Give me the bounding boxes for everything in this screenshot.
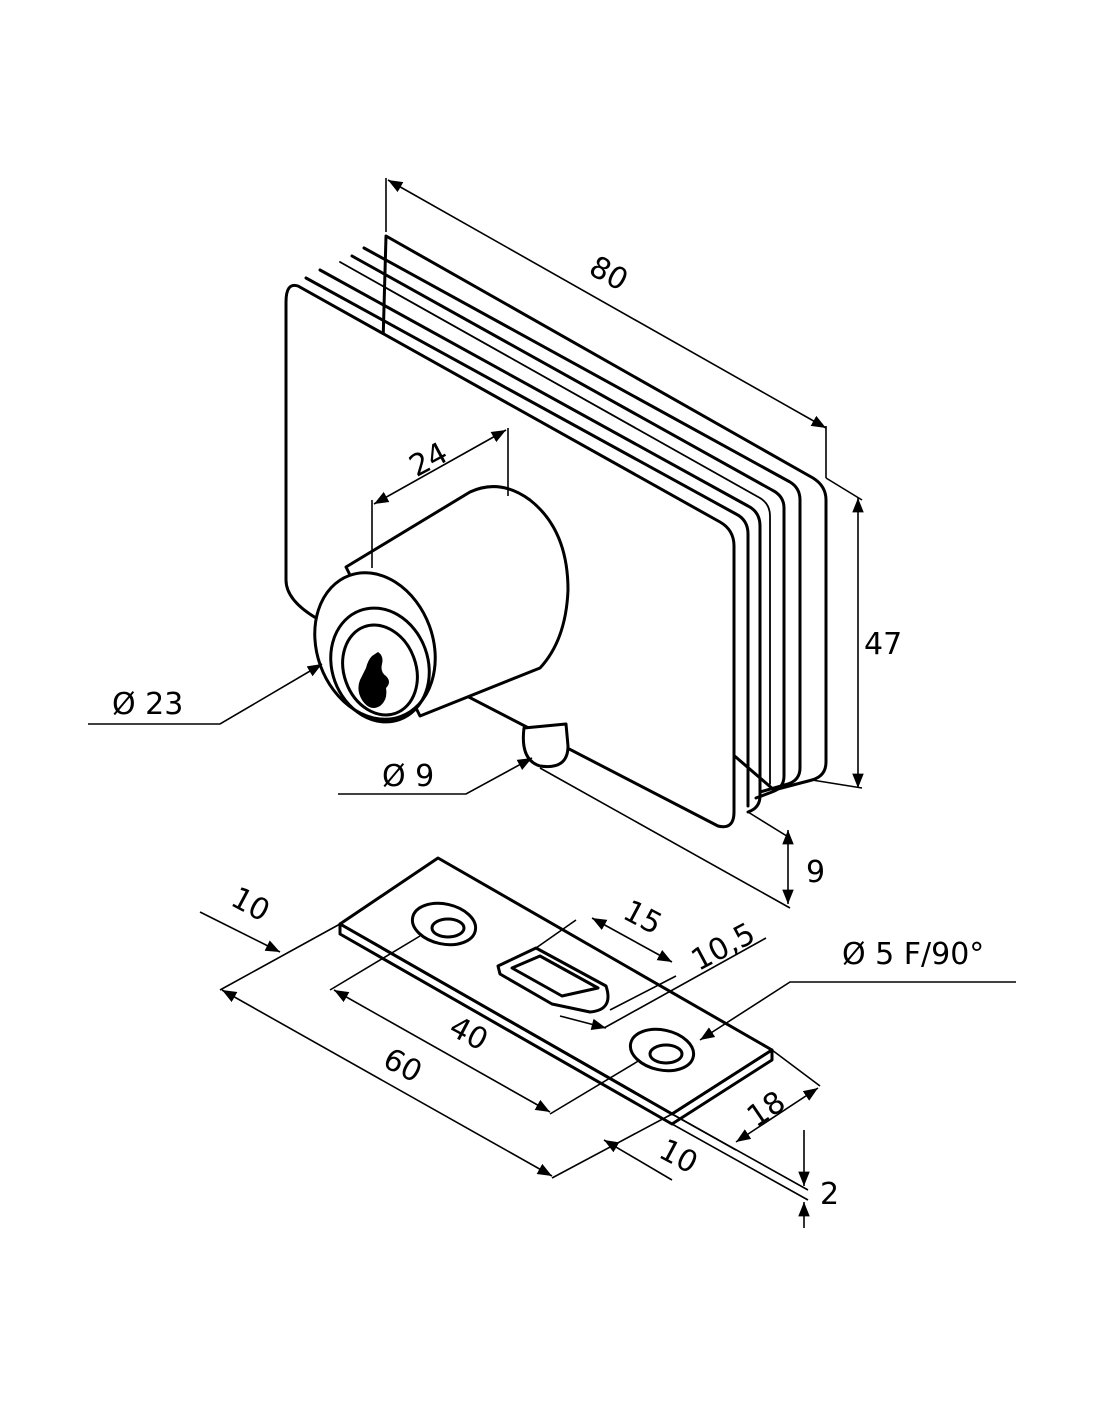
plate-layer [304, 276, 750, 808]
dim-height-47: 47 [811, 477, 902, 789]
dim-thickness-2: 2 [671, 1113, 839, 1228]
plate-layer [362, 246, 802, 794]
dim-label-diameter-9: Ø 9 [382, 759, 434, 794]
dim-label-10-5: 10,5 [686, 916, 761, 978]
dim-label-18: 18 [741, 1084, 792, 1134]
keyway-ring [341, 623, 419, 717]
dim-label-10-left: 10 [225, 880, 275, 929]
dim-cylinder-diameter: Ø 23 [88, 663, 323, 725]
latch-slot-inner [510, 954, 600, 998]
latch-bolt [521, 722, 570, 769]
plate-layer [318, 268, 762, 814]
plate-layer [350, 254, 786, 800]
dim-label-80: 80 [583, 249, 633, 298]
screw-hole-left-inner [430, 917, 466, 939]
lock-body [284, 234, 828, 829]
latch-slot [496, 946, 610, 1014]
cylinder-face-inner [329, 606, 431, 724]
dim-label-diameter-23: Ø 23 [112, 687, 183, 722]
keyway-icon [358, 652, 389, 708]
dim-gap-9: 9 [539, 767, 825, 909]
dim-bolt-diameter: Ø 9 [338, 757, 533, 795]
dim-label-15: 15 [617, 893, 667, 942]
dim-label-2: 2 [820, 1177, 839, 1212]
dim-end-offset-10: 10 [603, 1132, 703, 1181]
dim-label-screw-hole: Ø 5 F/90° [842, 937, 984, 972]
plate-layer [339, 261, 771, 785]
screw-hole-right-inner [648, 1043, 684, 1065]
dim-label-60: 60 [377, 1041, 427, 1090]
dim-screw-hole: Ø 5 F/90° [699, 937, 1016, 1041]
strike-plate [338, 856, 774, 1126]
dim-label-47: 47 [864, 627, 902, 662]
dim-hole-offset-10: 10 [199, 880, 281, 953]
dim-label-9: 9 [806, 855, 825, 890]
